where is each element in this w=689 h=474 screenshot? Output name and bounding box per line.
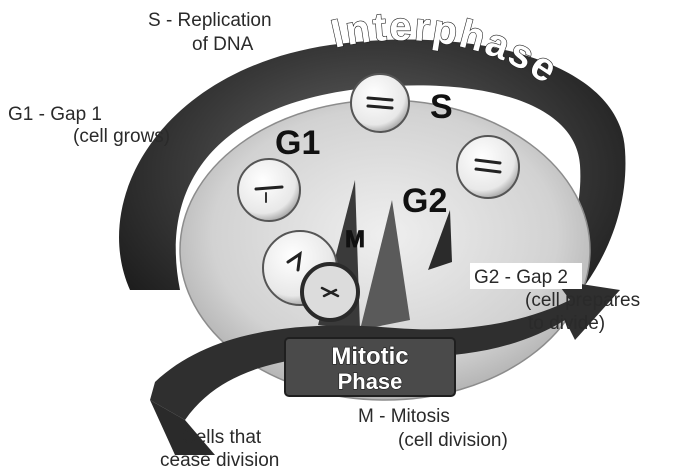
label-g2-line3: to divide) <box>528 313 605 334</box>
label-cease-line1: Cells that <box>182 427 262 448</box>
mitotic-phase-banner: Mitotic Phase <box>285 338 455 396</box>
cell-s-phase <box>351 74 409 132</box>
label-g2-line2: (cell prepares <box>525 290 640 311</box>
label-cease-line2: cease division <box>160 450 279 471</box>
phase-letter-g2: G2 <box>402 182 447 220</box>
label-g2-line1: G2 - Gap 2 <box>474 267 568 288</box>
label-m-line2: (cell division) <box>398 430 508 451</box>
phase-letter-s: S <box>430 88 453 126</box>
label-g1-line1: G1 - Gap 1 <box>8 104 102 125</box>
mitotic-banner-line2: Phase <box>338 369 403 394</box>
label-m-line1: M - Mitosis <box>358 406 450 427</box>
phase-letter-m: M <box>345 226 365 253</box>
label-g1-line2: (cell grows) <box>73 126 170 147</box>
cell-g1-phase <box>238 159 300 221</box>
mitotic-banner-line1: Mitotic <box>331 343 408 370</box>
phase-letter-g1: G1 <box>275 124 320 162</box>
label-s-line1: S - Replication <box>148 10 272 31</box>
cell-g2-phase <box>457 136 519 198</box>
label-s-line2: of DNA <box>192 34 254 55</box>
